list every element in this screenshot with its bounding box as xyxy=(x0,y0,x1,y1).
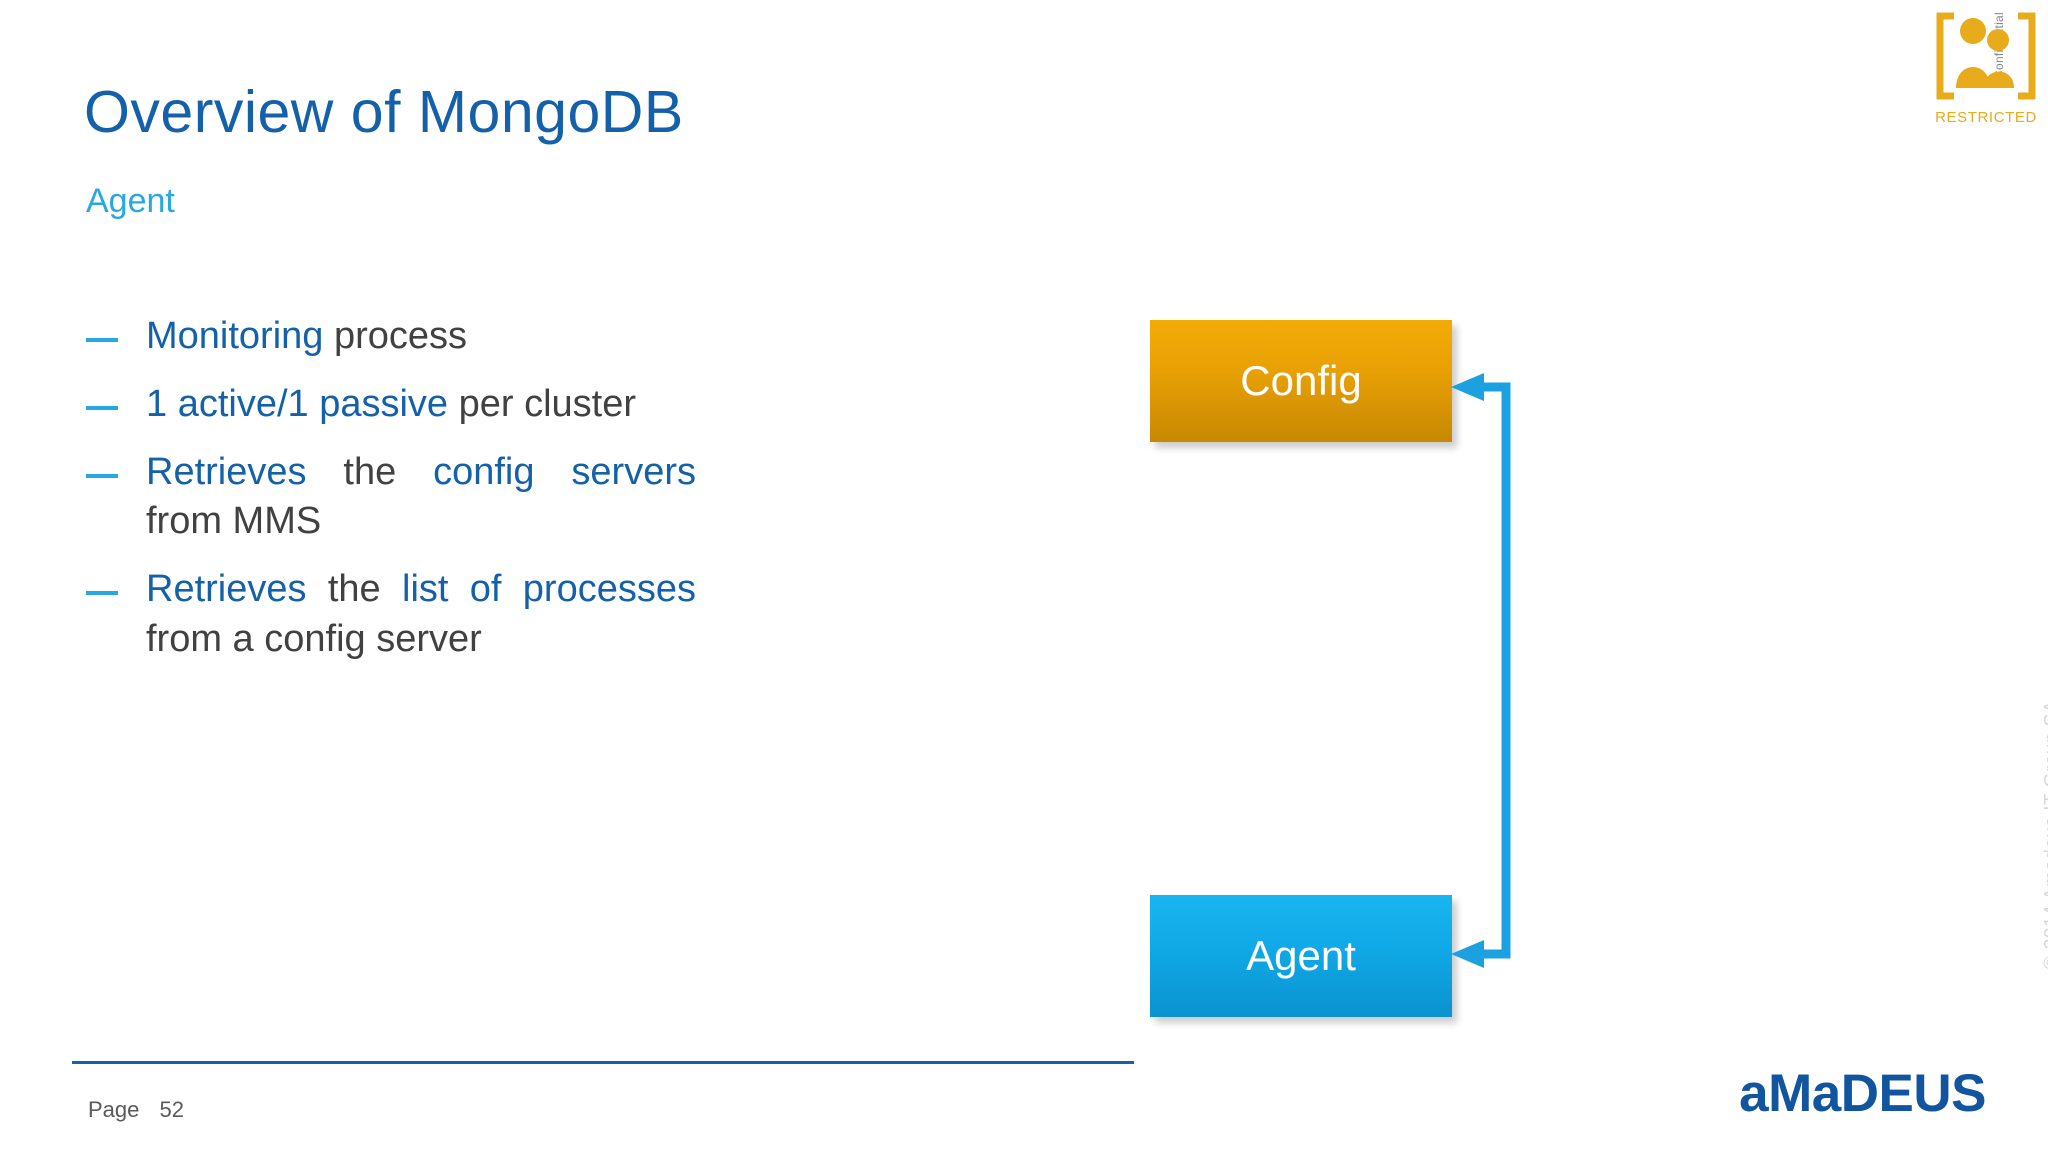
diagram-node-agent[interactable]: Agent xyxy=(1150,895,1452,1017)
page-word: Page xyxy=(88,1097,140,1122)
bullet-emphasis-text: Monitoring xyxy=(146,315,334,357)
architecture-diagram: Config Agent xyxy=(1140,300,1600,1040)
bullet-item: Retrieves the list of processes from a c… xyxy=(86,565,696,665)
bullet-plain-text: per cluster xyxy=(458,382,637,425)
bullet-dash-icon xyxy=(86,338,118,342)
arrow-head-agent-icon xyxy=(1451,940,1484,968)
bullet-plain-text: the xyxy=(343,450,434,493)
page-subtitle: Agent xyxy=(86,182,175,220)
bullet-item: 1 active/1 passive per cluster xyxy=(86,380,696,430)
diagram-node-agent-label: Agent xyxy=(1246,932,1356,979)
bullet-dash-icon xyxy=(86,405,118,410)
bullet-text: Monitoring process xyxy=(146,312,696,362)
bullet-item: Monitoring process xyxy=(86,312,696,362)
bullet-plain-text: from a config server xyxy=(146,617,482,660)
page-indicator: Page 52 xyxy=(88,1097,184,1123)
bullet-dash-icon xyxy=(86,473,118,478)
amadeus-logo-part2: DEUS xyxy=(1840,1064,1987,1123)
bullet-plain-text: process xyxy=(333,315,468,357)
bullet-emphasis-text: Retrieves xyxy=(146,450,344,493)
classification-mark: Confidential RESTRICTED xyxy=(1930,4,2042,126)
amadeus-logo-part1: aMa xyxy=(1739,1064,1841,1123)
bullet-plain-text: the xyxy=(327,568,402,611)
restricted-people-icon xyxy=(1936,12,2036,100)
copyright-notice: © 2014 Amadeus IT Group SA xyxy=(2042,700,2048,970)
arrow-head-config-icon xyxy=(1451,373,1484,401)
bullet-emphasis-text: list of processes xyxy=(402,568,696,611)
amadeus-logo: aMaDEUS xyxy=(1739,1063,1986,1124)
connector-arrows xyxy=(1451,373,1511,968)
bullet-text: Retrieves the list of processes from a c… xyxy=(146,565,696,665)
bullet-item: Retrieves the config servers from MMS xyxy=(86,448,696,548)
bullet-text: Retrieves the config servers from MMS xyxy=(146,448,696,548)
bullet-text: 1 active/1 passive per cluster xyxy=(146,380,696,430)
page-title: Overview of MongoDB xyxy=(84,79,684,145)
diagram-node-config[interactable]: Config xyxy=(1150,320,1452,442)
bullet-list: Monitoring process 1 active/1 passive per… xyxy=(86,312,696,683)
diagram-node-config-label: Config xyxy=(1240,357,1362,404)
page-number: 52 xyxy=(159,1097,184,1122)
connector-path xyxy=(1470,382,1511,959)
bullet-emphasis-text: 1 active/1 passive xyxy=(146,382,459,425)
bullet-dash-icon xyxy=(86,591,118,596)
restricted-label: RESTRICTED xyxy=(1935,109,2037,126)
bullet-plain-text: from MMS xyxy=(146,500,322,543)
bullet-emphasis-text: config servers xyxy=(433,450,696,493)
footer-divider xyxy=(72,1061,1134,1064)
bullet-emphasis-text: Retrieves xyxy=(146,568,328,611)
